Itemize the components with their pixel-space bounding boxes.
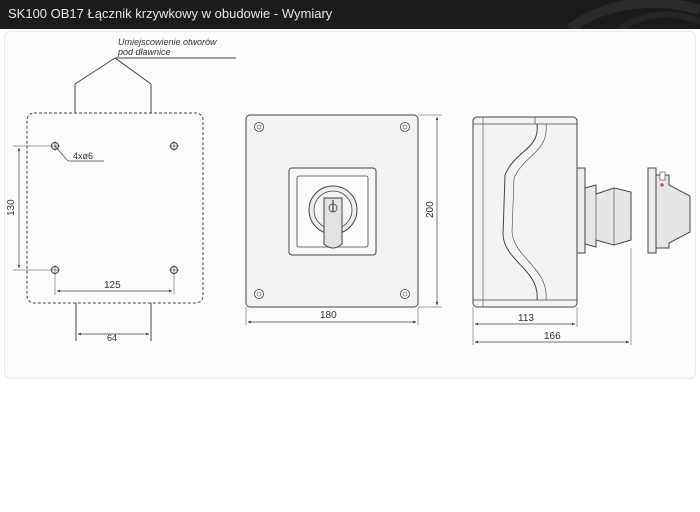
back-outline: [26, 112, 204, 304]
screw: [254, 289, 264, 299]
side-knob: [584, 184, 632, 248]
header-decoration: [566, 0, 700, 29]
dim-113-label: 113: [518, 313, 534, 324]
holes-label: 4xø6: [73, 151, 93, 161]
knob-handle: [323, 197, 343, 249]
screw: [400, 122, 410, 132]
side-enclosure: [472, 116, 578, 308]
dim-166-label: 166: [544, 331, 561, 342]
dim-180-label: 180: [320, 310, 337, 321]
front-view: [245, 114, 419, 308]
dim-130-label: 130: [6, 199, 17, 216]
screw: [400, 289, 410, 299]
dim-200-label: 200: [425, 201, 436, 218]
dim-64-label: 64: [107, 333, 117, 343]
screw: [254, 122, 264, 132]
back-view: [13, 57, 236, 341]
knob-detail: [647, 167, 691, 254]
lid-curve: [502, 123, 538, 301]
side-view: [472, 116, 632, 308]
note-line-1: Umiejscowienie otworów: [118, 37, 217, 47]
side-plate: [576, 167, 586, 254]
note-line-2: pod dławnice: [117, 47, 171, 57]
dim-125-label: 125: [104, 280, 121, 291]
page-title: SK100 OB17 Łącznik krzywkowy w obudowie …: [8, 6, 333, 21]
title-bar: SK100 OB17 Łącznik krzywkowy w obudowie …: [0, 0, 700, 29]
